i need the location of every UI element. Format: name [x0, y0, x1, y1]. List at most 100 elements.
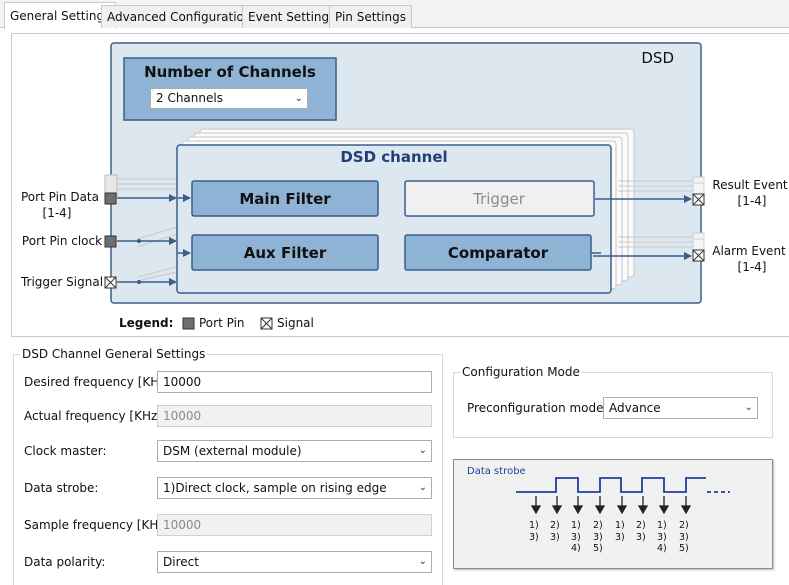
chevron-down-icon: ⌄	[418, 482, 427, 493]
strobe-label-column: 2)3)	[636, 520, 646, 543]
actual-frequency-label: Actual frequency [KHz]:	[24, 409, 167, 423]
strobe-arrow-head	[530, 505, 542, 515]
preconfiguration-mode-select[interactable]: Advance ⌄	[603, 397, 758, 419]
data-polarity-value: Direct	[163, 555, 199, 569]
strobe-label: 1)	[529, 520, 539, 531]
strobe-label: 2)	[550, 520, 560, 531]
strobe-label: 2)	[593, 520, 603, 531]
strobe-label: 5)	[593, 543, 603, 554]
data-strobe-select[interactable]: 1)Direct clock, sample on rising edge ⌄	[157, 477, 432, 499]
aux-filter-label: Aux Filter	[244, 244, 327, 262]
alarm-event-label: Alarm Event	[712, 244, 786, 258]
strobe-label: 1)	[571, 520, 581, 531]
strobe-label: 1)	[657, 520, 667, 531]
strobe-label: 3)	[679, 531, 689, 543]
actual-frequency-input: 10000	[157, 405, 432, 427]
data-strobe-illustration: Data strobe 1)3)2)3)1)3)4)2)3)5)1)3)2)3)…	[453, 459, 773, 569]
chevron-down-icon: ⌄	[294, 93, 303, 104]
desired-frequency-label: Desired frequency [KHz]:	[24, 375, 175, 389]
strobe-arrow-head	[658, 505, 670, 515]
clock-master-label: Clock master:	[24, 444, 107, 458]
port-pin-clock-pin	[104, 235, 117, 248]
strobe-label-column: 1)3)	[615, 520, 625, 543]
data-strobe-label: Data strobe:	[24, 481, 99, 495]
chevron-down-icon: ⌄	[744, 402, 753, 413]
strobe-arrow-head	[637, 505, 649, 515]
strobe-label: 4)	[657, 543, 667, 554]
tab-pin-settings[interactable]: Pin Settings	[329, 5, 412, 28]
strobe-arrow-head	[551, 505, 563, 515]
general-settings-group: DSD Channel General Settings	[13, 347, 443, 585]
configuration-mode-group: Configuration Mode	[453, 365, 773, 438]
strobe-label: 2)	[679, 520, 689, 531]
strobe-arrow-head	[680, 505, 692, 515]
strobe-label: 3)	[529, 531, 539, 543]
tab-bar: General Settings Advanced Configuration …	[0, 0, 789, 29]
dsd-channel-panel	[176, 144, 612, 294]
dsd-label: DSD	[641, 49, 674, 67]
tab-general-settings[interactable]: General Settings	[4, 2, 117, 29]
strobe-label-column: 2)3)	[550, 520, 560, 543]
strobe-label-column: 1)3)4)	[571, 520, 581, 555]
sample-frequency-input: 10000	[157, 514, 432, 536]
strobe-label: 3)	[593, 531, 603, 543]
strobe-label: 2)	[636, 520, 646, 531]
sample-frequency-label: Sample frequency [KHz]:	[24, 518, 174, 532]
strobe-label-column: 2)3)5)	[593, 520, 603, 555]
result-event-range: [1-4]	[738, 194, 767, 208]
alarm-event-range: [1-4]	[738, 260, 767, 274]
port-pin-data-pin	[104, 192, 117, 205]
general-settings-title: DSD Channel General Settings	[20, 347, 208, 361]
data-strobe-waveform	[516, 477, 730, 515]
strobe-label: 3)	[615, 531, 625, 543]
port-pin-clock-label: Port Pin clock	[22, 234, 102, 248]
data-strobe-value: 1)Direct clock, sample on rising edge	[163, 481, 387, 495]
data-polarity-label: Data polarity:	[24, 555, 106, 569]
tab-advanced-configuration[interactable]: Advanced Configuration	[101, 5, 258, 28]
strobe-label-column: 1)3)4)	[657, 520, 667, 555]
strobe-label: 3)	[636, 531, 646, 543]
clock-master-value: DSM (external module)	[163, 444, 302, 458]
aux-filter-block	[191, 234, 379, 271]
chevron-down-icon: ⌄	[418, 445, 427, 456]
number-of-channels-title: Number of Channels	[144, 63, 316, 81]
dsd-block-diagram: DSD Number of Channels DSD channel	[11, 33, 789, 337]
legend-signal-label: Signal	[277, 316, 314, 330]
strobe-label: 1)	[615, 520, 625, 531]
strobe-arrow-head	[594, 505, 606, 515]
strobe-label: 3)	[571, 531, 581, 543]
strobe-label: 3)	[550, 531, 560, 543]
strobe-label: 3)	[657, 531, 667, 543]
comparator-label: Comparator	[448, 244, 549, 262]
desired-frequency-input[interactable]: 10000	[157, 371, 432, 393]
port-pin-data-label: Port Pin Data	[21, 190, 99, 204]
diagram-canvas: DSD Number of Channels DSD channel	[20, 42, 788, 330]
legend-label: Legend:	[119, 316, 173, 330]
data-polarity-select[interactable]: Direct ⌄	[157, 551, 432, 573]
strobe-label: 5)	[679, 543, 689, 554]
data-strobe-title: Data strobe	[467, 466, 526, 477]
number-of-channels-value: 2 Channels	[156, 91, 223, 105]
port-pin-data-range: [1-4]	[43, 206, 72, 220]
result-event-label: Result Event	[712, 178, 788, 192]
legend-port-pin-icon	[182, 317, 195, 330]
strobe-label: 4)	[571, 543, 581, 554]
main-filter-label: Main Filter	[239, 190, 331, 208]
trigger-signal-label: Trigger Signal	[20, 275, 103, 289]
trigger-block	[404, 180, 595, 217]
chevron-down-icon: ⌄	[418, 556, 427, 567]
strobe-label-column: 1)3)	[529, 520, 539, 543]
configuration-mode-title: Configuration Mode	[460, 365, 582, 379]
tab-event-settings[interactable]: Event Settings	[242, 5, 342, 28]
preconfiguration-mode-label: Preconfiguration mode:	[467, 401, 608, 415]
preconfiguration-mode-value: Advance	[609, 401, 661, 415]
legend-port-pin-label: Port Pin	[199, 316, 245, 330]
trigger-label: Trigger	[472, 190, 526, 208]
number-of-channels-select[interactable]: 2 Channels ⌄	[150, 88, 308, 109]
clock-master-select[interactable]: DSM (external module) ⌄	[157, 440, 432, 462]
strobe-arrow-head	[616, 505, 628, 515]
dsd-channel-title: DSD channel	[340, 148, 447, 166]
main-filter-block	[191, 180, 379, 217]
strobe-arrow-head	[572, 505, 584, 515]
strobe-label-column: 2)3)5)	[679, 520, 689, 555]
